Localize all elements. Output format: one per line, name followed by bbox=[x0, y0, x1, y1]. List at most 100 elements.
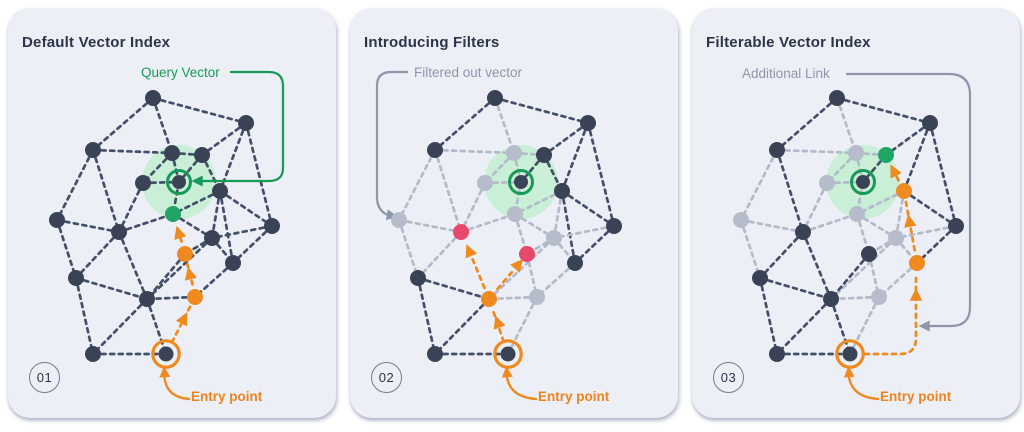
search-path bbox=[469, 254, 486, 290]
graph-edge bbox=[835, 96, 932, 125]
graph-edge bbox=[91, 148, 121, 234]
entry-arrow-head bbox=[159, 366, 171, 378]
graph-edge bbox=[586, 121, 616, 228]
entry-arrow-head bbox=[501, 366, 513, 378]
entry-ring bbox=[151, 339, 181, 369]
graph-node bbox=[68, 270, 84, 286]
graph-edge bbox=[433, 297, 491, 356]
graph-node bbox=[111, 224, 127, 240]
callout-line bbox=[375, 70, 408, 217]
graph-edge bbox=[397, 148, 437, 222]
graph-edge bbox=[416, 230, 463, 280]
graph-edge bbox=[739, 218, 805, 234]
step-badge-02: 02 bbox=[371, 362, 402, 393]
graph-edge bbox=[145, 295, 197, 301]
graph-edge bbox=[739, 218, 762, 280]
graph-node bbox=[795, 224, 811, 240]
search-path-arrow bbox=[465, 244, 478, 259]
graph-edge bbox=[55, 218, 121, 234]
graph-edge bbox=[433, 148, 463, 234]
graph-node bbox=[85, 142, 101, 158]
query-ring bbox=[508, 169, 534, 195]
filtered-out-node bbox=[529, 289, 545, 305]
graph-edge bbox=[535, 261, 577, 299]
search-path-arrow bbox=[493, 315, 506, 330]
graph-edge bbox=[218, 189, 235, 265]
card-default-vector-index: Default Vector Index Query Vector Entry … bbox=[8, 8, 336, 418]
graph-edge bbox=[855, 189, 906, 216]
entry-point-label: Entry point bbox=[191, 389, 263, 404]
graph-edge bbox=[397, 218, 463, 234]
path-node bbox=[896, 183, 912, 199]
graph-node bbox=[536, 147, 552, 163]
graph-node bbox=[948, 218, 964, 234]
graph-node bbox=[238, 115, 254, 131]
filtered-out-node bbox=[477, 175, 493, 191]
query-ring bbox=[166, 169, 192, 195]
graph-node bbox=[861, 246, 877, 262]
query-ring bbox=[850, 169, 876, 195]
graph-edge bbox=[459, 212, 517, 234]
path-node bbox=[187, 289, 203, 305]
graph-edge bbox=[902, 189, 958, 228]
entry-arrow-line bbox=[847, 375, 880, 401]
graph-edge bbox=[801, 230, 833, 301]
found-node bbox=[165, 206, 181, 222]
step-badge-01: 01 bbox=[29, 362, 60, 393]
entry-arrow-head bbox=[843, 366, 855, 378]
graph-edge bbox=[416, 276, 491, 301]
graph-edge bbox=[55, 218, 78, 280]
graph-node bbox=[427, 142, 443, 158]
graph-node bbox=[567, 255, 583, 271]
graph-edge bbox=[513, 189, 564, 216]
graph-node bbox=[164, 145, 180, 161]
additional-link-label: Additional Link bbox=[742, 66, 830, 81]
graph-node bbox=[49, 212, 65, 228]
graph-node bbox=[752, 270, 768, 286]
search-path-arrow bbox=[510, 258, 524, 273]
graph-edge bbox=[506, 295, 539, 356]
callout-line bbox=[201, 70, 285, 183]
path-node bbox=[481, 291, 497, 307]
graph-node bbox=[264, 218, 280, 234]
entry-node bbox=[842, 346, 858, 362]
graph-edge bbox=[560, 121, 590, 193]
query-vector-label: Query Vector bbox=[141, 65, 220, 80]
graph-node bbox=[427, 346, 443, 362]
graph-edge bbox=[573, 224, 616, 265]
graph-node bbox=[580, 115, 596, 131]
filtered-out-node bbox=[507, 206, 523, 222]
graph-node bbox=[606, 218, 622, 234]
graph-edge bbox=[145, 297, 168, 356]
graph-edge bbox=[117, 230, 149, 301]
graph-node bbox=[135, 175, 151, 191]
graph-edge bbox=[928, 121, 958, 228]
search-path-arrow bbox=[184, 266, 197, 281]
graph-edge bbox=[775, 148, 858, 155]
graph-edge bbox=[55, 148, 95, 222]
graph-edge bbox=[200, 121, 248, 157]
found-node bbox=[878, 147, 894, 163]
filtered-out-node bbox=[888, 230, 904, 246]
graph-edge bbox=[145, 252, 187, 301]
graph-edge bbox=[493, 96, 516, 155]
path-node bbox=[909, 255, 925, 271]
panel-title: Default Vector Index bbox=[22, 34, 171, 51]
search-path-arrow bbox=[174, 225, 187, 240]
graph-edge bbox=[487, 295, 539, 301]
graph-canvas bbox=[375, 70, 622, 401]
graph-edge bbox=[848, 295, 881, 356]
entry-node bbox=[500, 346, 516, 362]
graph-edge bbox=[801, 212, 859, 234]
graph-edge bbox=[151, 96, 248, 125]
graph-edge bbox=[493, 96, 590, 125]
graph-edge bbox=[171, 189, 222, 216]
graph-edge bbox=[552, 224, 616, 240]
filtered-out-node bbox=[733, 212, 749, 228]
graph-node bbox=[487, 90, 503, 106]
graph-edge bbox=[884, 121, 932, 157]
graph-node bbox=[554, 183, 570, 199]
query-node bbox=[856, 175, 870, 189]
filtered-out-node bbox=[546, 230, 562, 246]
graph-edge bbox=[560, 189, 577, 265]
